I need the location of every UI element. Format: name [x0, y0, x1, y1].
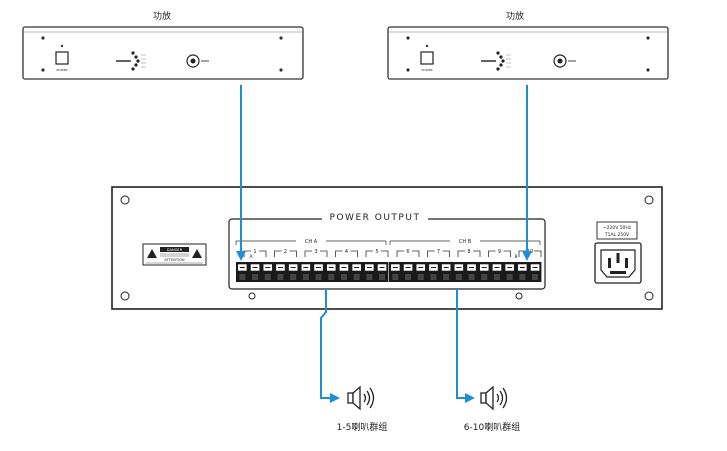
amplifier-1-label: 功放: [153, 10, 171, 22]
amplifier-1: 功放 POWER: [22, 10, 304, 80]
screw-icon: [279, 36, 283, 40]
power-label: POWER: [56, 68, 67, 72]
terminal-strip: [236, 262, 389, 282]
screw-terminal[interactable]: [377, 263, 387, 280]
channel-bracket: [335, 250, 358, 257]
channel-number-label: 8: [467, 249, 470, 255]
screw-icon: [406, 36, 410, 40]
speaker-icon: [480, 385, 508, 411]
main-unit-rear-panel: DANGER ATTENTION POWER OUTPUT CH A CH B …: [111, 186, 663, 310]
speaker-group-2: 6-10喇叭群组: [464, 385, 520, 433]
channel-number-label: 5: [375, 249, 378, 255]
channel-bracket: [304, 250, 328, 257]
power-rating-label: ~220V 50Hz: [603, 225, 632, 231]
rack-hole-icon: [644, 195, 654, 205]
screw-terminal[interactable]: [517, 263, 528, 280]
screw-terminal[interactable]: [250, 263, 260, 280]
channel-number-label: 3: [314, 249, 317, 255]
screw-terminal[interactable]: [275, 263, 286, 280]
group-b-output-line: [456, 288, 475, 403]
channel-bracket: [274, 250, 297, 257]
screw-terminal[interactable]: [313, 263, 324, 280]
channel-bracket: [457, 250, 481, 257]
screw-terminal[interactable]: [300, 263, 311, 280]
screw-terminal[interactable]: [364, 263, 375, 280]
fuse-rating-label: T1AL 250V: [604, 232, 630, 238]
channel-bracket: [396, 250, 420, 257]
screw-terminal[interactable]: [479, 263, 490, 280]
screw-terminal[interactable]: [403, 263, 413, 280]
screw-terminal[interactable]: [237, 263, 248, 280]
group-a-output-line: [320, 288, 340, 403]
screw-terminal[interactable]: [339, 263, 349, 280]
channel-number-label: 2: [284, 249, 287, 255]
warning-subtitle: ATTENTION: [164, 258, 185, 262]
speaker-icon: [347, 385, 375, 411]
power-label: POWER: [421, 68, 432, 72]
power-button[interactable]: [55, 51, 69, 65]
ac-power-inlet: ~220V 50Hz T1AL 250V: [594, 221, 642, 284]
amplifier-2: 功放 POWER: [387, 10, 669, 80]
screw-terminal[interactable]: [453, 263, 464, 280]
power-output-title: POWER OUTPUT: [330, 213, 421, 223]
warning-label: DANGER ATTENTION: [142, 243, 207, 266]
mount-hole-icon: [248, 292, 256, 300]
screw-terminal[interactable]: [351, 263, 362, 280]
screw-icon: [279, 68, 283, 72]
group-a-label: CH A: [305, 239, 318, 245]
channel-number-label: 4: [345, 249, 348, 255]
signal-connections: [236, 85, 532, 403]
screw-terminal[interactable]: [262, 263, 273, 280]
terminal-strip: [389, 262, 542, 282]
channel-bracket: [488, 250, 511, 257]
screw-terminal[interactable]: [428, 263, 439, 280]
screw-terminal[interactable]: [415, 263, 426, 280]
channel-number-label: 9: [498, 249, 501, 255]
terminal-blocks: [236, 262, 542, 282]
amplifier-2-label: 功放: [506, 10, 524, 22]
volume-knob[interactable]: [186, 54, 209, 68]
group-b-label: CH B: [459, 239, 472, 245]
screw-terminal[interactable]: [492, 263, 502, 280]
warning-triangle-icon: [192, 249, 202, 258]
rack-hole-icon: [644, 291, 654, 301]
channel-bracket: [427, 250, 450, 257]
warning-title: DANGER: [167, 248, 183, 252]
screw-terminal[interactable]: [504, 263, 515, 280]
volume-knob[interactable]: [553, 54, 576, 68]
screw-terminal[interactable]: [326, 263, 337, 280]
screw-icon: [646, 68, 650, 72]
screw-terminal[interactable]: [530, 263, 540, 280]
iec-socket-icon: [600, 249, 636, 278]
rack-hole-icon: [120, 195, 130, 205]
mount-hole-icon: [515, 292, 523, 300]
screw-icon: [41, 68, 45, 72]
speaker-group-2-label: 6-10喇叭群组: [464, 421, 520, 433]
terminal-sub-label: B: [514, 254, 517, 260]
screw-icon: [646, 36, 650, 40]
channel-number-label: 1: [253, 249, 256, 255]
level-indicator-icon: [481, 51, 511, 71]
warning-triangle-icon: [147, 249, 157, 258]
channel-number-label: 7: [437, 249, 440, 255]
screw-icon: [41, 36, 45, 40]
rack-hole-icon: [120, 291, 130, 301]
channel-number-label: 6: [406, 249, 409, 255]
screw-terminal[interactable]: [390, 263, 401, 280]
screw-terminal[interactable]: [441, 263, 452, 280]
screw-terminal[interactable]: [288, 263, 299, 280]
terminal-sub-label: A: [249, 254, 253, 260]
level-indicator-icon: [116, 51, 146, 71]
speaker-group-1-label: 1-5喇叭群组: [337, 421, 388, 433]
channel-bracket: [365, 250, 389, 257]
screw-icon: [406, 68, 410, 72]
power-button[interactable]: [420, 51, 434, 65]
screw-terminal[interactable]: [466, 263, 477, 280]
speaker-group-1: 1-5喇叭群组: [337, 385, 388, 433]
